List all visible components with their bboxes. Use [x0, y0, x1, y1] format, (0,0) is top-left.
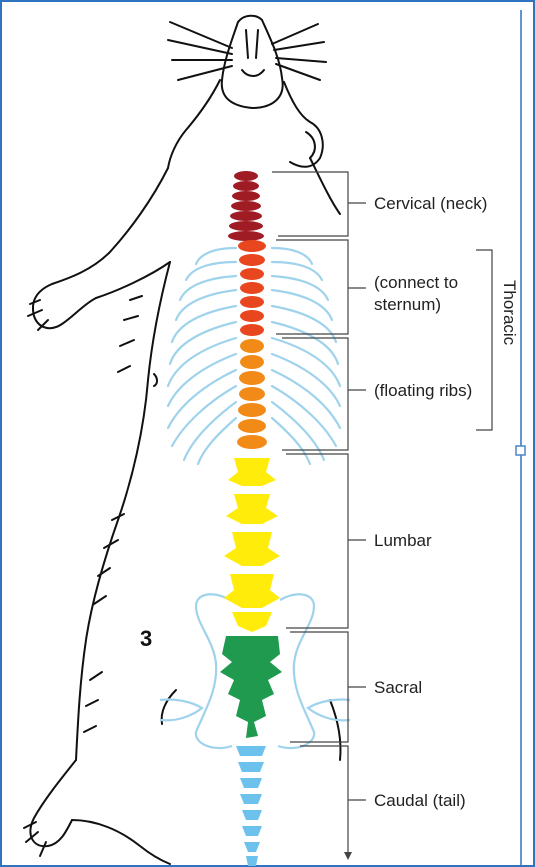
label-thoracic-connect-2: sternum): [374, 295, 441, 314]
sketch-number-label: 3: [140, 626, 152, 651]
region-labels: Cervical (neck) (connect to sternum) (fl…: [374, 194, 519, 810]
lumbar-vertebrae: [224, 458, 280, 632]
label-thoracic: Thoracic: [500, 280, 519, 346]
label-thoracic-floating: (floating ribs): [374, 381, 472, 400]
thoracic-upper-vertebrae: [238, 240, 266, 336]
label-thoracic-connect-1: (connect to: [374, 273, 458, 292]
caudal-vertebrae: [236, 746, 266, 866]
label-caudal: Caudal (tail): [374, 791, 466, 810]
sacral-vertebrae: [220, 636, 282, 738]
label-lumbar: Lumbar: [374, 531, 432, 550]
caudal-arrowhead: [344, 852, 352, 860]
resize-handle[interactable]: [516, 446, 525, 455]
label-sacral: Sacral: [374, 678, 422, 697]
cervical-vertebrae: [228, 171, 264, 241]
thoracic-lower-vertebrae: [237, 339, 267, 449]
label-cervical: Cervical (neck): [374, 194, 487, 213]
